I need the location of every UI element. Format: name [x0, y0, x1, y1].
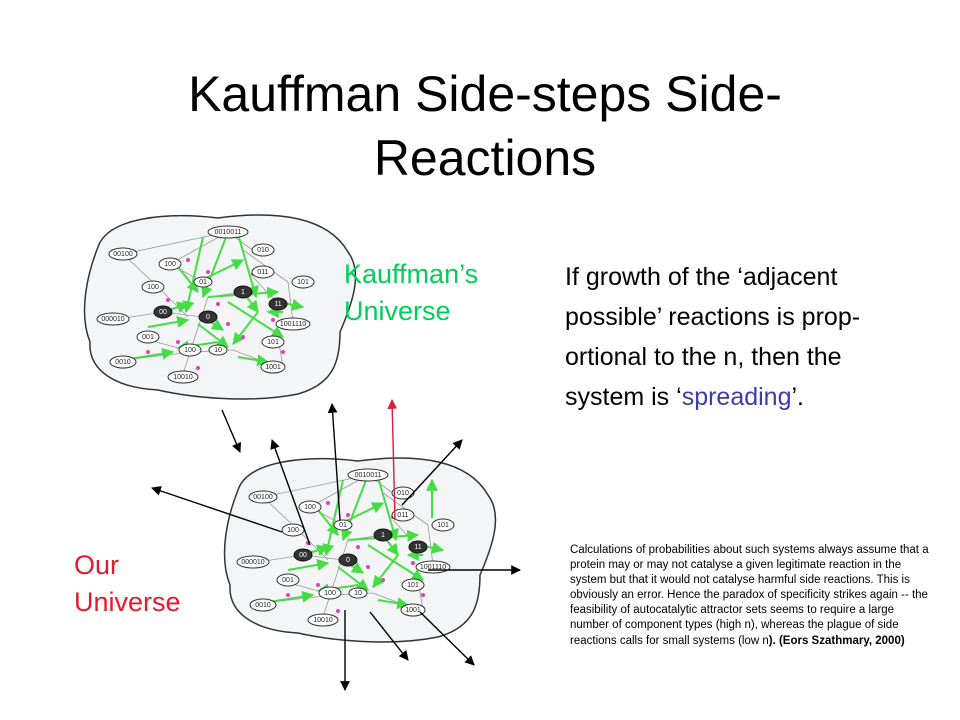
svg-text:100: 100 — [147, 284, 159, 291]
svg-text:0010: 0010 — [255, 602, 271, 609]
svg-text:11: 11 — [274, 301, 281, 308]
arrow-top-to-bottom — [221, 409, 242, 453]
svg-text:01: 01 — [199, 279, 207, 286]
svg-text:100: 100 — [324, 590, 336, 597]
svg-text:00100: 00100 — [253, 494, 273, 501]
svg-text:100: 100 — [287, 527, 299, 534]
our-universe-network: 0010011 010 00100 100 011 01 101 100 000… — [225, 458, 496, 642]
side-arrow-upright — [401, 439, 463, 506]
page-title: Kauffman Side-steps Side- Reactions — [60, 62, 910, 190]
svg-text:000010: 000010 — [101, 316, 124, 323]
svg-text:000010: 000010 — [241, 559, 264, 566]
our-universe-label: Our Universe — [74, 550, 181, 617]
svg-text:100: 100 — [164, 261, 176, 268]
svg-text:0: 0 — [346, 557, 350, 564]
kauffman-universe-label: Kauffman’s Universe — [344, 259, 479, 326]
svg-text:1: 1 — [241, 289, 245, 296]
side-arrow-up — [327, 403, 341, 521]
svg-text:10: 10 — [214, 347, 222, 354]
svg-text:10010: 10010 — [313, 617, 333, 624]
svg-text:11: 11 — [414, 544, 421, 551]
svg-text:101: 101 — [267, 339, 279, 346]
svg-text:00: 00 — [159, 309, 167, 316]
note-citation: ). (Eors Szathmary, 2000) — [768, 634, 905, 647]
kauffman-universe-network: 0010011 010 00100 100 011 01 101 100 000… — [85, 215, 356, 399]
svg-text:100: 100 — [184, 347, 196, 354]
svg-text:1001: 1001 — [405, 607, 421, 614]
svg-text:001: 001 — [282, 577, 294, 584]
side-arrow-red — [387, 399, 398, 521]
svg-text:10010: 10010 — [173, 374, 193, 381]
side-arrow-upleft — [270, 439, 311, 546]
citation-note: Calculations of probabilities about such… — [570, 543, 930, 649]
svg-text:0010: 0010 — [115, 359, 131, 366]
side-reaction-arrows — [151, 403, 521, 691]
svg-text:011: 011 — [397, 512, 408, 519]
svg-text:01: 01 — [339, 522, 347, 529]
svg-text:010: 010 — [257, 247, 269, 254]
svg-text:10: 10 — [354, 590, 362, 597]
svg-text:1001: 1001 — [265, 364, 281, 371]
side-arrow-downright — [419, 611, 475, 666]
side-arrow-down-mid — [369, 611, 409, 661]
svg-text:101: 101 — [407, 582, 419, 589]
spreading-highlight: spreading — [681, 383, 792, 411]
main-statement: If growth of the ‘adjacent possible’ rea… — [565, 263, 861, 411]
svg-text:0010011: 0010011 — [215, 229, 242, 236]
svg-text:0: 0 — [206, 314, 210, 321]
svg-text:011: 011 — [257, 269, 268, 276]
svg-text:1001110: 1001110 — [420, 564, 446, 571]
svg-text:101: 101 — [437, 522, 449, 529]
svg-text:00100: 00100 — [113, 251, 133, 258]
svg-text:100: 100 — [304, 504, 316, 511]
note-body: Calculations of probabilities about such… — [570, 544, 929, 647]
svg-text:001: 001 — [142, 334, 154, 341]
side-arrow-left — [151, 486, 283, 533]
svg-text:010: 010 — [397, 490, 409, 497]
title-line-2: Reactions — [373, 130, 597, 186]
svg-text:101: 101 — [297, 279, 309, 286]
svg-text:0010011: 0010011 — [355, 472, 382, 479]
svg-text:1001110: 1001110 — [280, 321, 306, 328]
title-line-1: Kauffman Side-steps Side- — [188, 66, 782, 122]
svg-text:00: 00 — [299, 552, 307, 559]
svg-text:1: 1 — [381, 532, 385, 539]
